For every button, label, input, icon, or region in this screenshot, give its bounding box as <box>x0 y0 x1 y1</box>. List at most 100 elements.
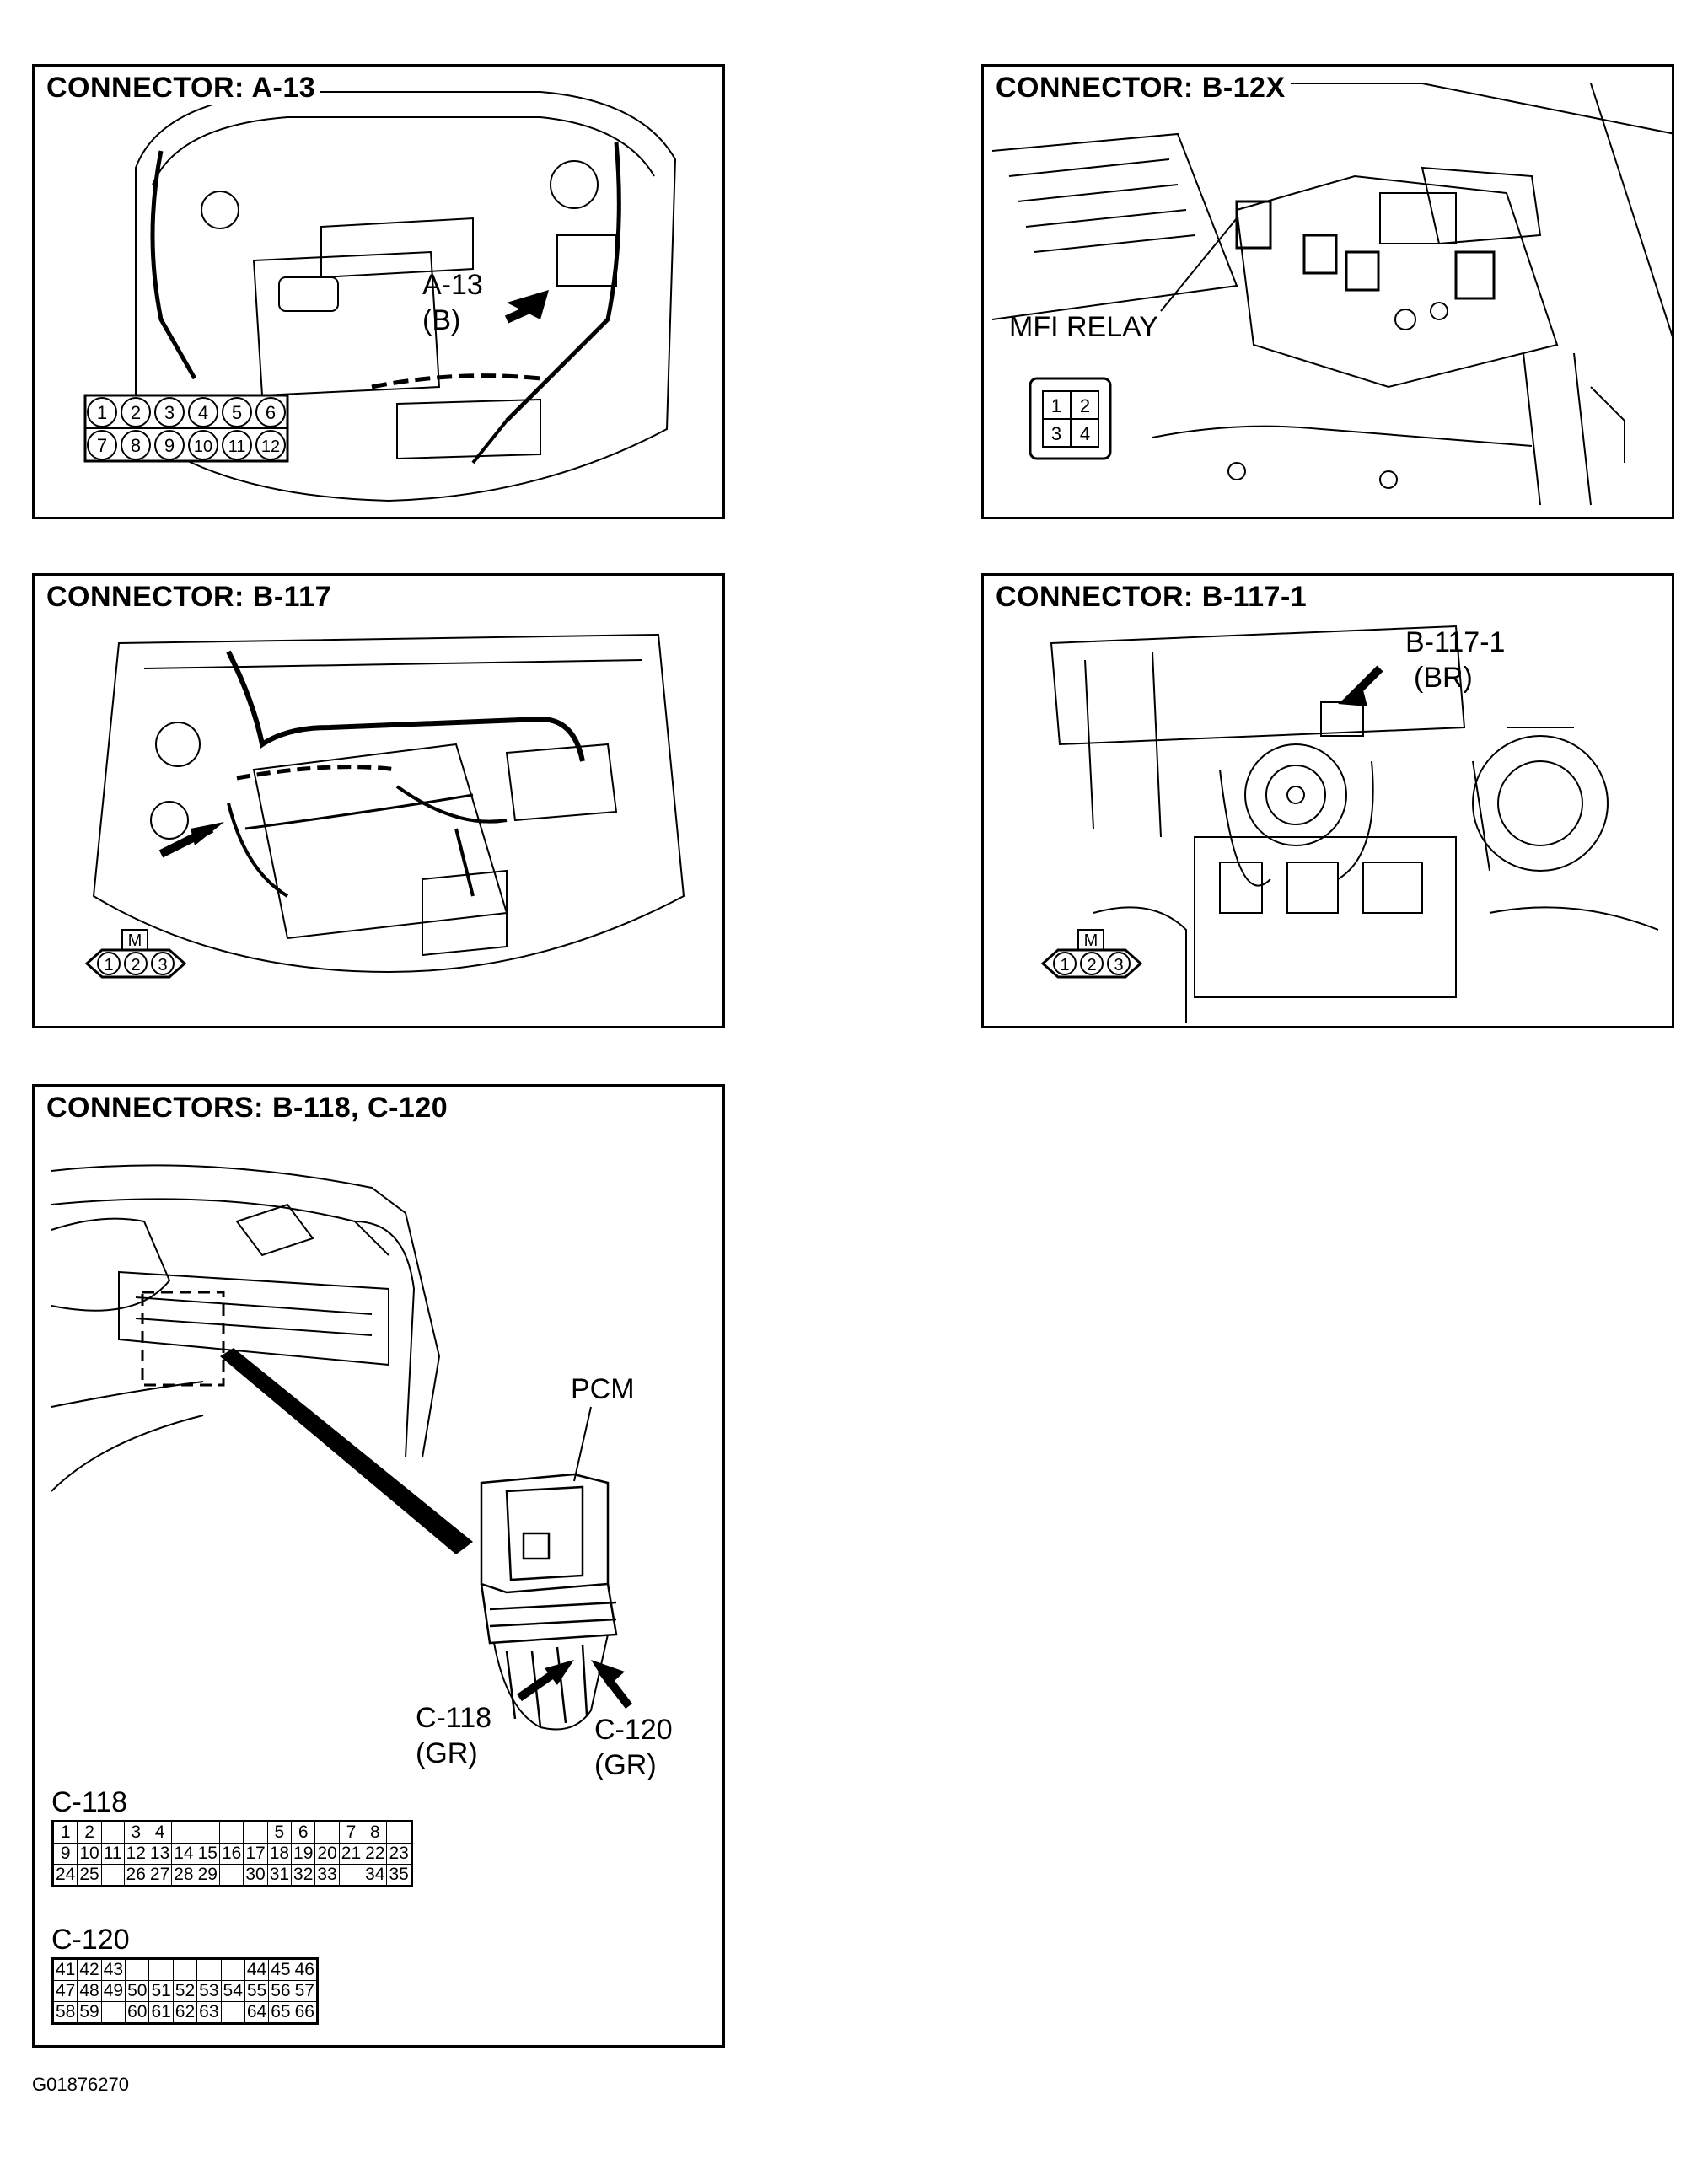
pin-number: 3 <box>1051 423 1061 444</box>
pin-cell: 47 <box>51 1980 78 2002</box>
panel-connector-a13: CONNECTOR: A-13 A-13 (B) <box>32 64 725 519</box>
pin-number: 2 <box>1080 395 1090 416</box>
pin-cell: 8 <box>363 1821 388 1844</box>
pin-cell: 27 <box>147 1864 173 1887</box>
pin-cell <box>220 1958 245 1981</box>
pin-cell <box>243 1821 268 1844</box>
pin-cell <box>148 1958 174 1981</box>
panel-title: CONNECTOR: B-12X <box>996 72 1291 105</box>
pin-number: 2 <box>131 402 141 423</box>
pin-cell: 10 <box>77 1843 102 1865</box>
pin-cell: 21 <box>338 1843 364 1865</box>
pin-number: 1 <box>104 956 113 974</box>
pin-cell: 61 <box>148 2001 174 2024</box>
pcm-location-drawing: PCM C-118 (GR) C-120 (GR) C-118 C-120 <box>51 1164 673 1956</box>
pin-cell <box>100 1821 125 1844</box>
pin-cell <box>87 430 117 460</box>
a13-callout-color: (B) <box>422 304 460 336</box>
c120-callout-color: (GR) <box>594 1749 657 1781</box>
pin-cell: 4 <box>147 1821 173 1844</box>
pin-cell <box>100 1864 125 1887</box>
pin-number: 10 <box>194 438 212 456</box>
b1171-callout-color: (BR) <box>1414 662 1473 694</box>
pin-cell: 22 <box>363 1843 388 1865</box>
pin-cell <box>121 430 151 460</box>
pin-cell <box>87 397 117 427</box>
pin-cell: 9 <box>51 1843 78 1865</box>
pin-cell: 43 <box>100 1958 126 1981</box>
pin-cell: 42 <box>77 1958 102 1981</box>
pin-number: 4 <box>1080 423 1090 444</box>
pin-cell <box>222 397 252 427</box>
pin-number: 1 <box>97 402 107 423</box>
pin-cell <box>154 397 185 427</box>
pin-cell: 1 <box>51 1821 78 1844</box>
pin-cell: 64 <box>244 2001 270 2024</box>
pin-number: 7 <box>97 435 107 456</box>
figure-code: G01876270 <box>32 2074 129 2095</box>
pin-number: 9 <box>164 435 175 456</box>
pin-number: 11 <box>228 438 246 456</box>
pin-cell: 44 <box>244 1958 270 1981</box>
pin-cell: 32 <box>291 1864 316 1887</box>
pin-cell: 58 <box>51 2001 78 2024</box>
panel-title: CONNECTOR: B-117 <box>46 581 336 614</box>
pin-cell: 25 <box>77 1864 102 1887</box>
pin-cell: 31 <box>266 1864 293 1887</box>
pin-cell <box>220 2001 245 2024</box>
pin-number: 3 <box>164 402 175 423</box>
pin-cell <box>97 952 121 975</box>
pin-number: 12 <box>261 438 280 456</box>
pin-number: 4 <box>198 402 208 423</box>
pin-cell: 13 <box>147 1843 173 1865</box>
pin-cell: 51 <box>148 1980 174 2002</box>
c118-callout-id: C-118 <box>416 1702 491 1734</box>
pin-cell: 12 <box>123 1843 148 1865</box>
panel-title: CONNECTORS: B-118, C-120 <box>46 1092 454 1125</box>
pin-cell: 53 <box>196 1980 222 2002</box>
pin-cell: 11 <box>100 1843 125 1865</box>
pin-cell: 41 <box>51 1958 78 1981</box>
pin-cell <box>314 1821 340 1844</box>
pin-cell <box>154 430 185 460</box>
pin-cell: 6 <box>291 1821 316 1844</box>
pin-cell: 34 <box>363 1864 388 1887</box>
pin-cell: 63 <box>196 2001 222 2024</box>
pin-cell: 24 <box>51 1864 78 1887</box>
pin-cell: 59 <box>77 2001 102 2024</box>
pin-number: 3 <box>1114 956 1123 974</box>
b1171-callout-id: B-117-1 <box>1405 626 1505 658</box>
pin-cell: 14 <box>171 1843 196 1865</box>
pin-cell <box>195 1821 220 1844</box>
panel-connectors-pcm: CONNECTORS: B-118, C-120 <box>32 1084 725 2048</box>
pin-cell: 49 <box>100 1980 126 2002</box>
pin-cell: 62 <box>172 2001 198 2024</box>
pin-cell <box>125 1958 150 1981</box>
pin-cell <box>218 1821 244 1844</box>
pin-cell <box>1107 952 1131 975</box>
c118-table-label: C-118 <box>51 1786 127 1818</box>
pin-cell: 55 <box>244 1980 270 2002</box>
pin-cell: 60 <box>125 2001 150 2024</box>
pin-cell <box>121 397 151 427</box>
pin-cell <box>188 430 218 460</box>
pin-cell: 16 <box>218 1843 244 1865</box>
pin-cell: 18 <box>266 1843 293 1865</box>
pin-number: 2 <box>131 956 140 974</box>
pin-cell <box>255 430 286 460</box>
pin-cell: 17 <box>243 1843 268 1865</box>
pin-cell <box>1053 952 1077 975</box>
panel-title: CONNECTOR: A-13 <box>46 72 321 105</box>
